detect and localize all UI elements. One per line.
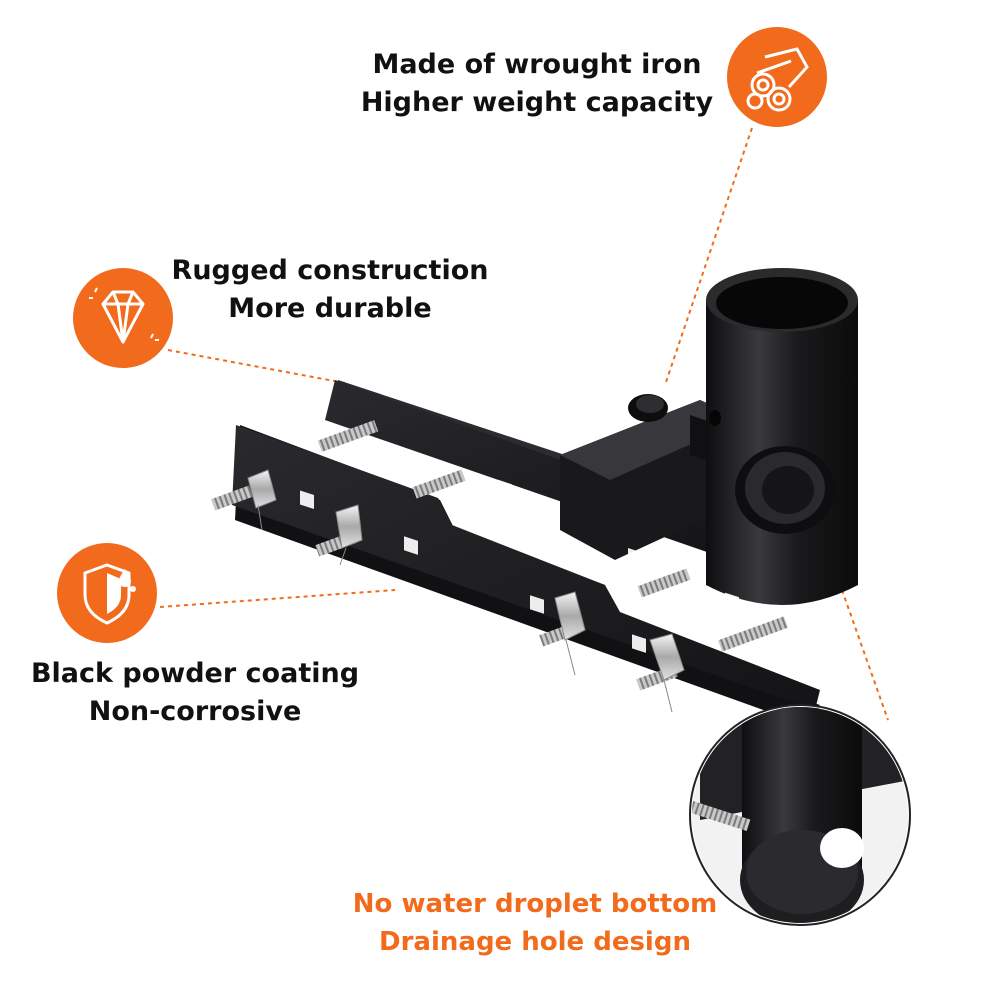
plate-square-holes bbox=[300, 449, 739, 653]
drainage-zoom-detail bbox=[689, 704, 911, 926]
arm-knob bbox=[628, 394, 668, 422]
rugged-caption-line2: More durable bbox=[228, 293, 432, 324]
shield-droplet-icon bbox=[83, 563, 136, 625]
coating-caption: Black powder coating Non-corrosive bbox=[20, 655, 370, 731]
coating-feature-badge bbox=[57, 543, 157, 643]
leader-line-rugged bbox=[167, 349, 346, 384]
drainage-caption-line2: Drainage hole design bbox=[379, 927, 691, 957]
tube-knob bbox=[735, 446, 835, 534]
iron-caption-line1: Made of wrought iron bbox=[372, 49, 702, 80]
wing-nuts bbox=[247, 469, 685, 713]
iron-caption: Made of wrought iron Higher weight capac… bbox=[357, 46, 717, 122]
coating-caption-line2: Non-corrosive bbox=[88, 696, 302, 727]
leader-line-iron bbox=[664, 127, 753, 386]
diamond-icon bbox=[89, 287, 159, 344]
coating-caption-line1: Black powder coating bbox=[30, 658, 360, 689]
pole-tube bbox=[706, 268, 858, 605]
rugged-caption-line1: Rugged construction bbox=[171, 255, 489, 286]
rugged-feature-badge bbox=[73, 268, 173, 368]
drainage-caption: No water droplet bottom Drainage hole de… bbox=[340, 885, 730, 961]
iron-feature-badge bbox=[727, 27, 827, 127]
iron-caption-line2: Higher weight capacity bbox=[360, 87, 714, 118]
leader-line-coating bbox=[159, 589, 396, 608]
leader-lines bbox=[159, 127, 889, 721]
leader-line-drain bbox=[841, 589, 889, 721]
wood-logs-icon bbox=[746, 47, 809, 112]
rugged-caption: Rugged construction More durable bbox=[170, 252, 490, 328]
mounting-arm bbox=[560, 400, 745, 560]
drainage-caption-line1: No water droplet bottom bbox=[352, 889, 718, 919]
